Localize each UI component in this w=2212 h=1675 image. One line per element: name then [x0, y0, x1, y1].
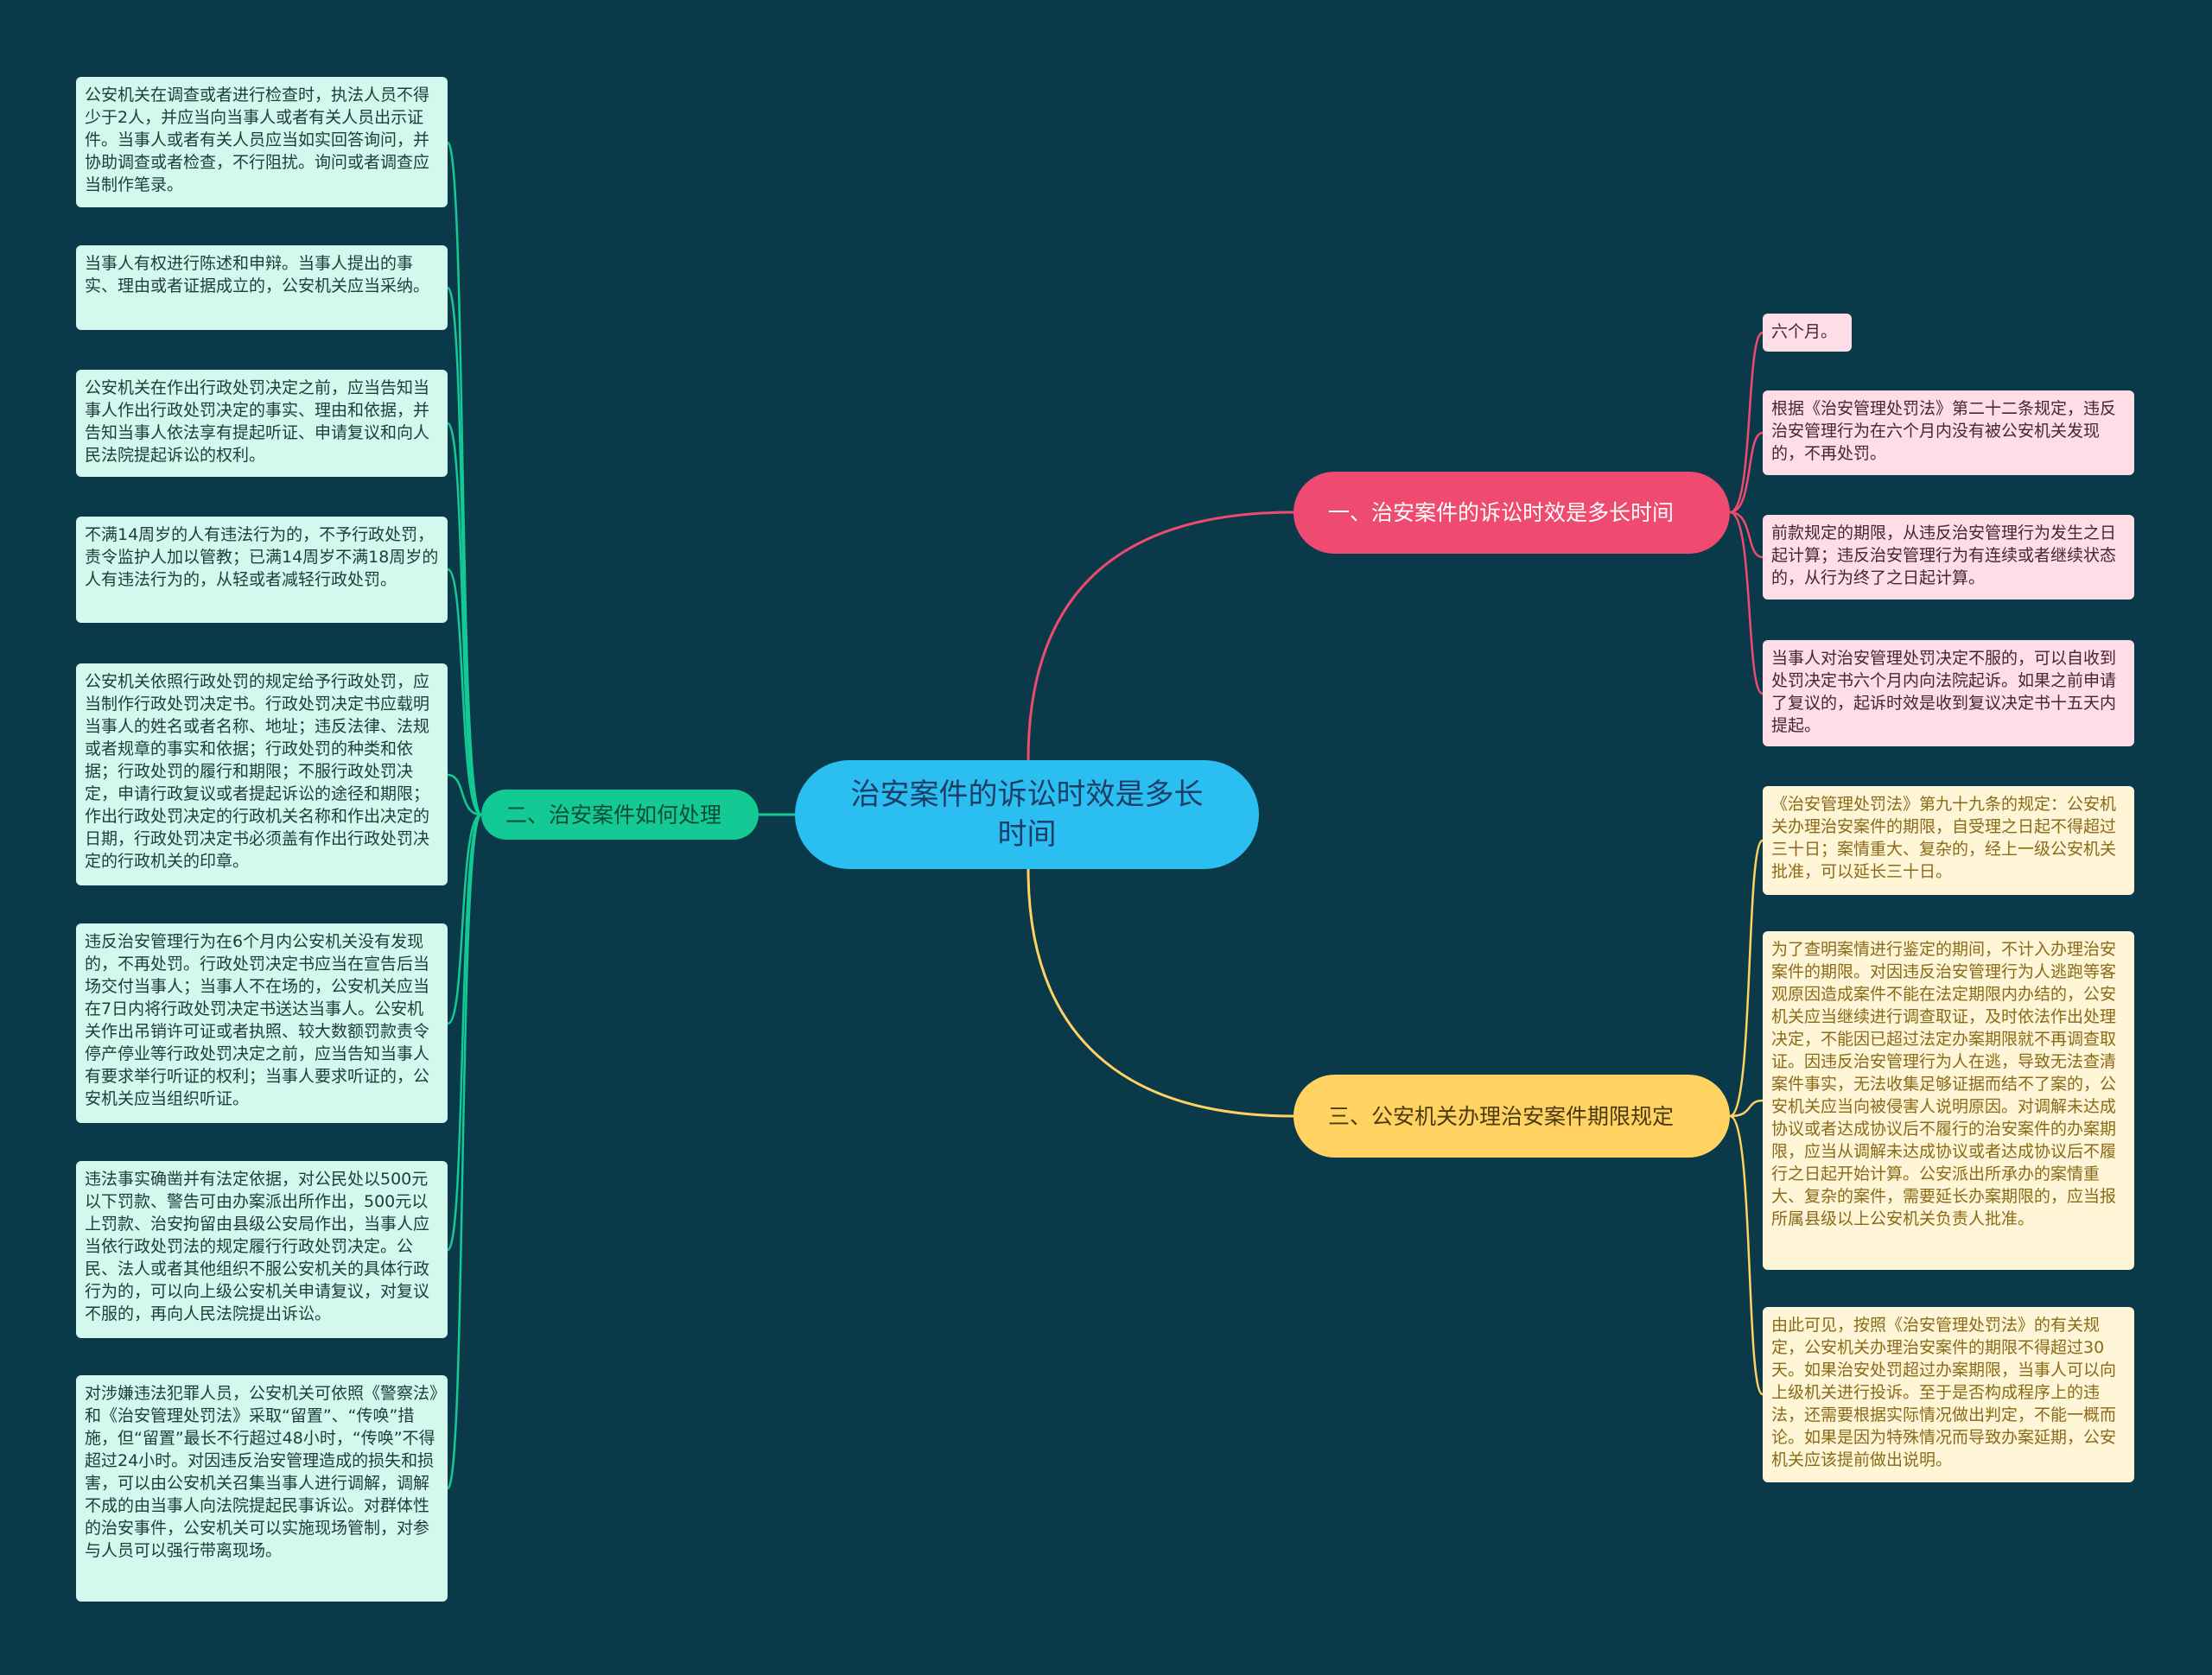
link-b2-leaf-6: [447, 813, 482, 1025]
link-b2-leaf-4: [447, 568, 482, 816]
branch-topic-3[interactable]: 三、公安机关办理治安案件期限规定: [1294, 1075, 1730, 1158]
leaf-b3-2[interactable]: 为了查明案情进行鉴定的期间，不计入办理治安案件的期限。对因违反治安管理行为人逃跑…: [1763, 931, 2134, 1270]
leaf-b1-1[interactable]: 六个月。: [1763, 314, 1852, 352]
branch-topic-2-label: 二、治安案件如何处理: [505, 802, 722, 828]
leaf-b1-2[interactable]: 根据《治安管理处罚法》第二十二条规定，违反治安管理行为在六个月内没有被公安机关发…: [1763, 390, 2134, 475]
leaf-b2-4[interactable]: 不满14周岁的人有违法行为的，不予行政处罚，责令监护人加以管教；已满14周岁不满…: [76, 517, 448, 623]
branch-topic-1-label: 一、治安案件的诉讼时效是多长时间: [1328, 500, 1675, 525]
link-b3-leaf-1: [1729, 839, 1764, 1118]
link-b2-leaf-2: [446, 286, 483, 816]
link-b2-leaf-7: [446, 813, 483, 1252]
link-center-branch-1: [1027, 511, 1294, 761]
branch-topic-2[interactable]: 二、治安案件如何处理: [481, 790, 759, 840]
leaf-b2-8[interactable]: 对涉嫌违法犯罪人员，公安机关可依照《警察法》和《治安管理处罚法》采取“留置”、“…: [76, 1375, 448, 1602]
link-b1-leaf-4: [1729, 511, 1764, 695]
link-b3-leaf-3: [1729, 1114, 1764, 1396]
link-b1-leaf-2: [1729, 431, 1764, 514]
leaf-b2-7[interactable]: 违法事实确凿并有法定依据，对公民处以500元以下罚款、警告可由办案派出所作出，5…: [76, 1161, 448, 1338]
link-b2-leaf-5: [447, 773, 482, 816]
leaf-b2-6[interactable]: 违反治安管理行为在6个月内公安机关没有发现的，不再处罚。行政处罚决定书应当在宣告…: [76, 923, 448, 1123]
leaf-b2-3[interactable]: 公安机关在作出行政处罚决定之前，应当告知当事人作出行政处罚决定的事实、理由和依据…: [76, 370, 448, 477]
branch-topic-1[interactable]: 一、治安案件的诉讼时效是多长时间: [1294, 472, 1730, 554]
branch-topic-3-label: 三、公安机关办理治安案件期限规定: [1328, 1103, 1675, 1129]
leaf-b2-5[interactable]: 公安机关依照行政处罚的规定给予行政处罚，应当制作行政处罚决定书。行政处罚决定书应…: [76, 663, 448, 885]
leaf-b3-3[interactable]: 由此可见，按照《治安管理处罚法》的有关规定，公安机关办理治安案件的期限不得超过3…: [1763, 1307, 2134, 1482]
leaf-b2-1[interactable]: 公安机关在调查或者进行检查时，执法人员不得少于2人，并应当向当事人或者有关人员出…: [76, 77, 448, 207]
link-b1-leaf-3: [1729, 511, 1764, 559]
leaf-b3-1[interactable]: 《治安管理处罚法》第九十九条的规定：公安机关办理治安案件的期限，自受理之日起不得…: [1763, 786, 2134, 895]
link-center-branch-3: [1027, 868, 1294, 1118]
central-topic[interactable]: 治安案件的诉讼时效是多长时间: [795, 760, 1259, 869]
link-b2-leaf-8: [446, 813, 483, 1490]
leaf-b1-3[interactable]: 前款规定的期限，从违反治安管理行为发生之日起计算；违反治安管理行为有连续或者继续…: [1763, 515, 2134, 600]
link-b3-leaf-2: [1729, 1099, 1764, 1118]
link-b2-leaf-3: [446, 422, 482, 816]
leaf-b1-4[interactable]: 当事人对治安管理处罚决定不服的，可以自收到处罚决定书六个月内向法院起诉。如果之前…: [1763, 640, 2134, 746]
leaf-b2-2[interactable]: 当事人有权进行陈述和申辩。当事人提出的事实、理由或者证据成立的，公安机关应当采纳…: [76, 245, 448, 330]
central-topic-label: 治安案件的诉讼时效是多长时间: [850, 777, 1204, 852]
link-b1-leaf-1: [1729, 331, 1764, 514]
